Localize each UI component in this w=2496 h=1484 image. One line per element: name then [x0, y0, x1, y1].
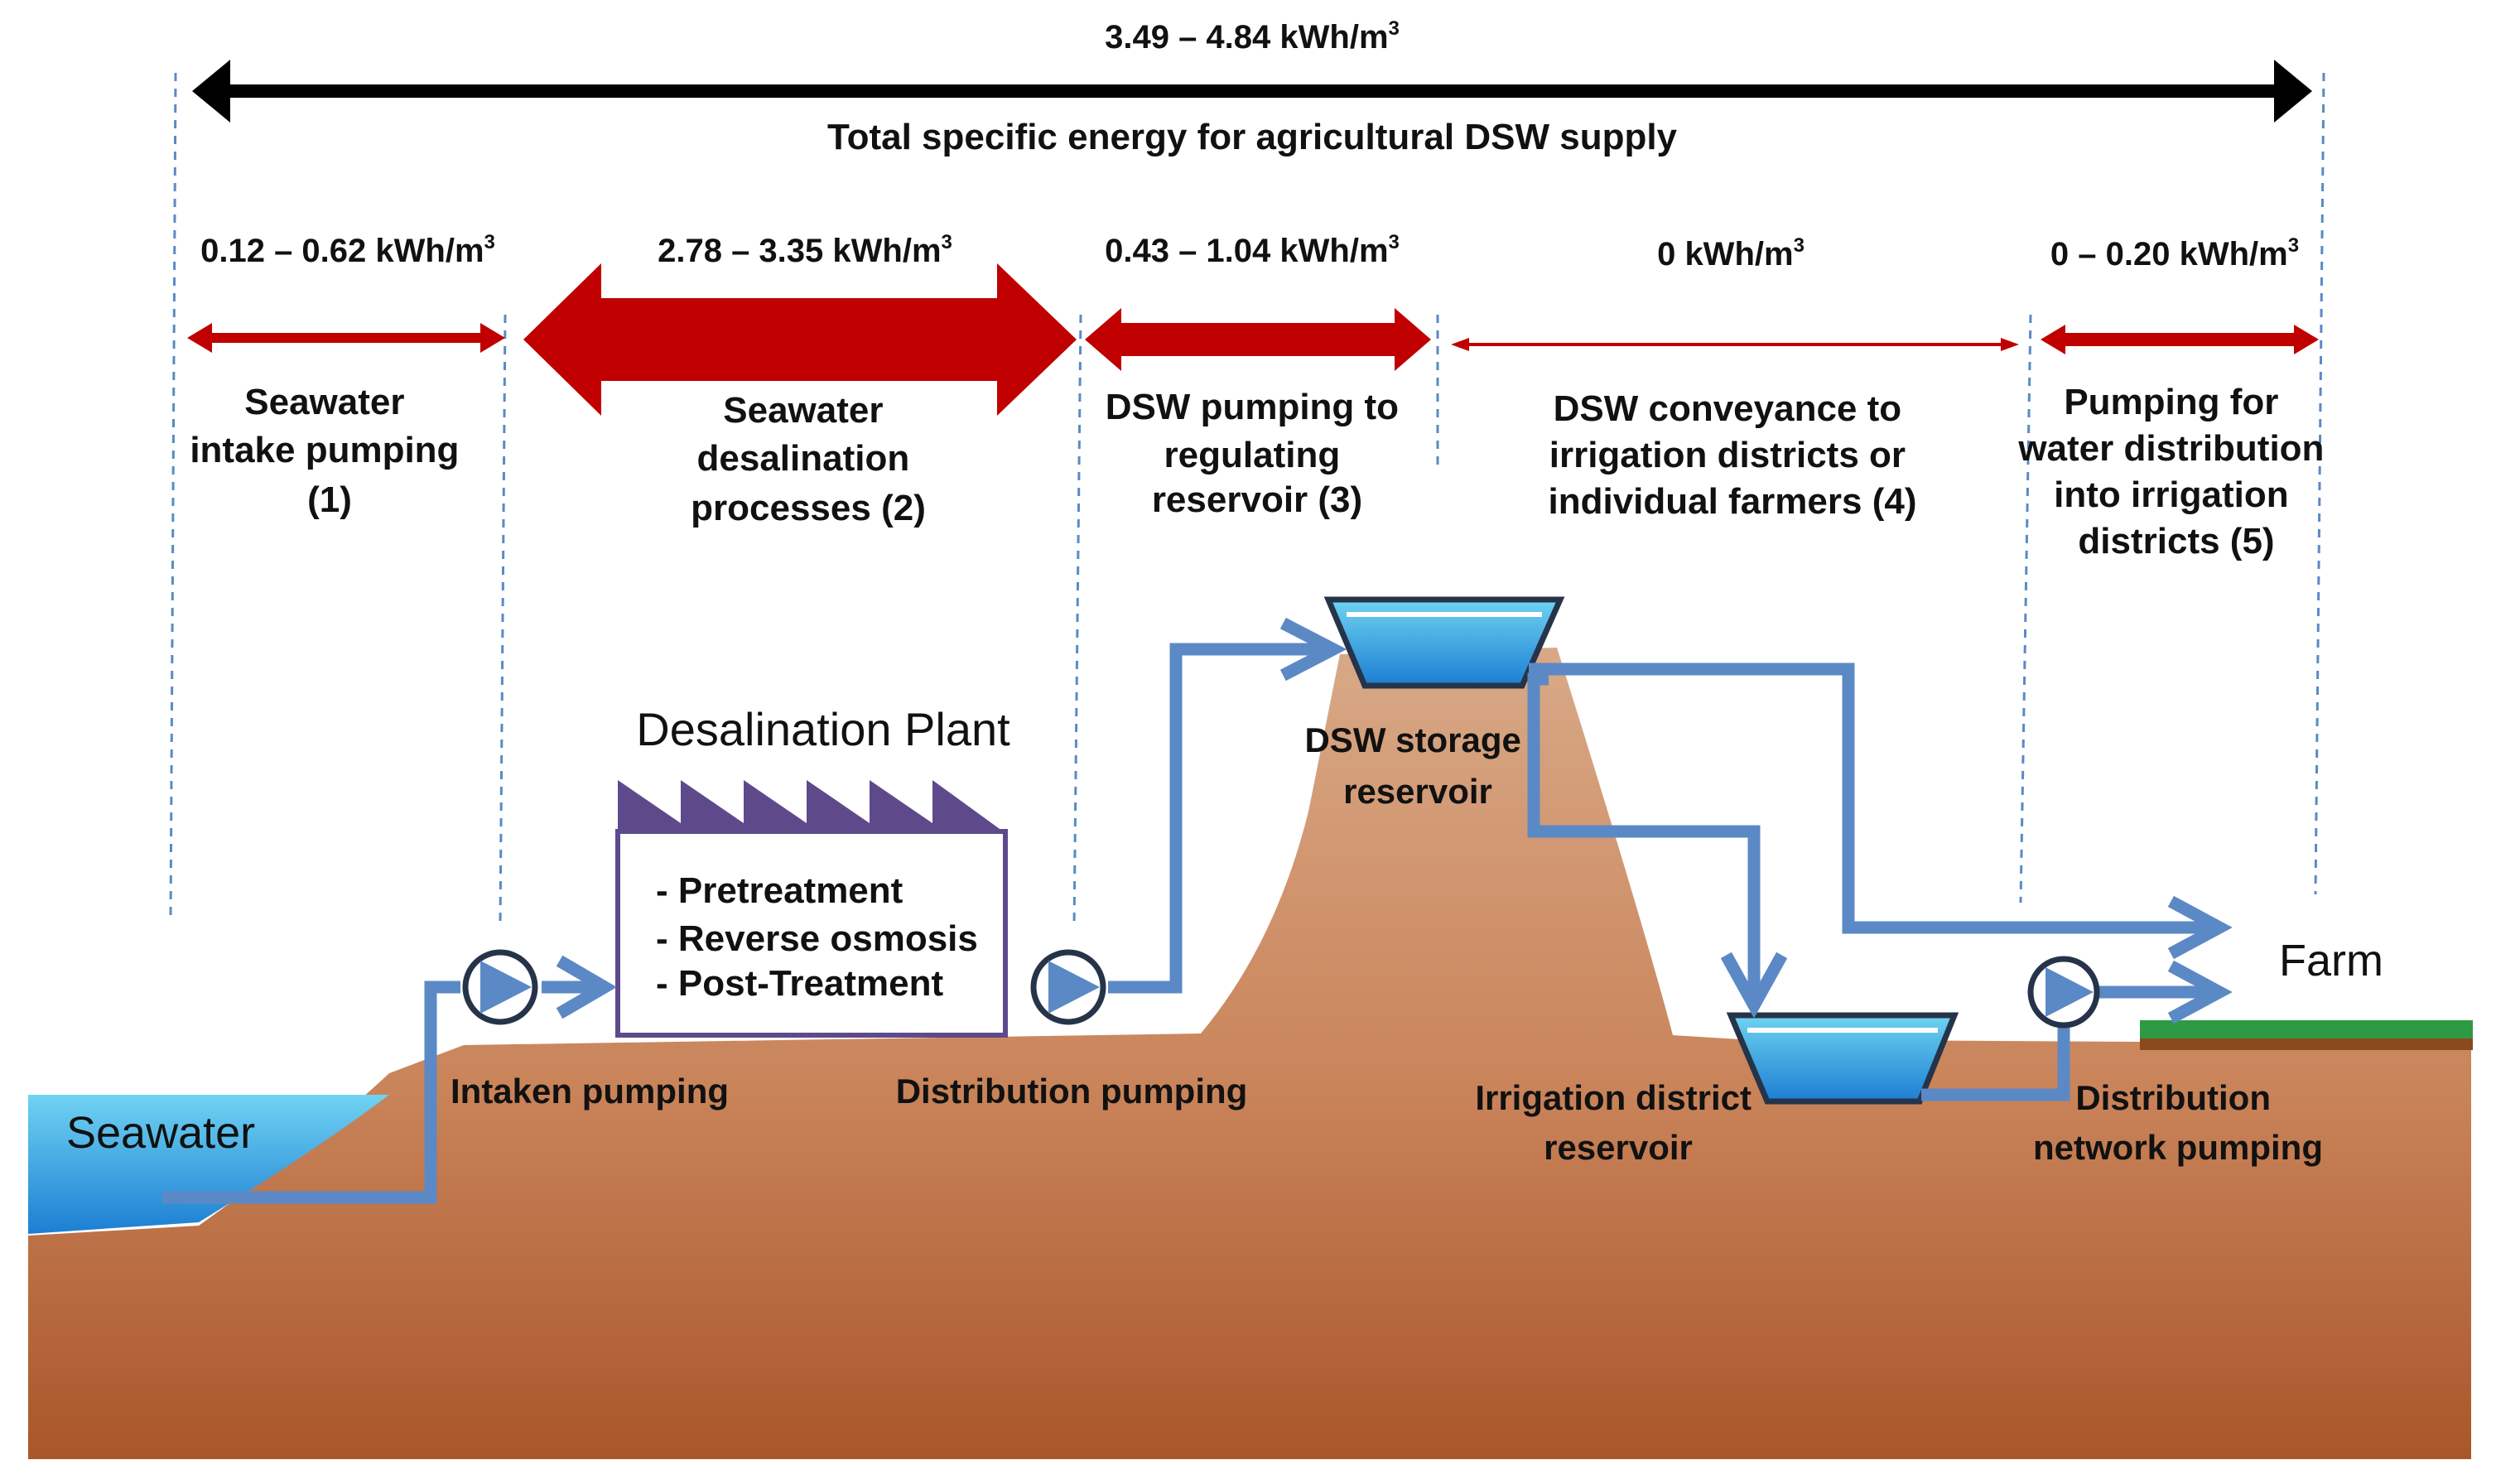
total-energy-arrow	[192, 60, 2312, 123]
separator-line	[2314, 72, 2325, 895]
separator-line	[169, 72, 177, 920]
stage-energy-value: 0 kWh/m3	[1657, 234, 1805, 272]
stage-energy-value: 0.12 – 0.62 kWh/m3	[200, 231, 495, 269]
conveyance-pipe-district	[1527, 672, 1761, 1005]
seawater-label: Seawater	[66, 1108, 255, 1158]
separator-line	[499, 314, 507, 928]
stage-description: DSW pumping to regulating reservoir (3)	[1106, 387, 1409, 520]
plant-title: Desalination Plant	[636, 703, 1010, 755]
stage-energy-arrow	[2041, 325, 2319, 354]
plant-process-list: - Pretreatment - Reverse osmosis - Post-…	[656, 870, 988, 1004]
stage-energy-value: 2.78 – 3.35 kWh/m3	[658, 231, 952, 269]
plant-roof	[618, 780, 1005, 833]
network-pumping-label: Distribution network pumping	[2033, 1078, 2323, 1167]
network-flow-arrow	[2167, 960, 2233, 1024]
district-reservoir-label: Irrigation district reservoir	[1475, 1078, 1761, 1167]
stage-energy-value: 0 – 0.20 kWh/m3	[2050, 234, 2299, 272]
distribution-pumping-label: Distribution pumping	[896, 1072, 1248, 1111]
network-pump-icon	[2027, 956, 2100, 1029]
district-reservoir	[1726, 1012, 1959, 1105]
stage-description: DSW conveyance to irrigation districts o…	[1548, 388, 1916, 522]
farm-label: Farm	[2279, 936, 2383, 985]
storage-reservoir-label: DSW storage reservoir	[1304, 720, 1530, 811]
stage-description: Seawater intake pumping (1)	[190, 382, 469, 520]
stage-description: Seawater desalination processes (2)	[691, 390, 926, 528]
distribution-flow-arrow	[1279, 617, 1347, 682]
intake-pumping-label: Intaken pumping	[451, 1072, 729, 1111]
distribution-pump-icon	[1030, 949, 1106, 1025]
district-flow-arrow	[1720, 952, 1788, 1019]
distribution-pipe	[1108, 643, 1333, 994]
seawater-body	[28, 1095, 389, 1234]
intake-pump-icon	[462, 949, 538, 1025]
total-energy-caption: Total specific energy for agricultural D…	[827, 117, 1678, 157]
intake-pipe	[162, 980, 460, 1204]
stage-description: Pumping for water distribution into irri…	[2017, 382, 2334, 561]
separator-line	[2019, 314, 2032, 903]
separator-line	[1072, 314, 1082, 928]
ground	[28, 648, 2471, 1459]
stage-energy-arrow	[1085, 308, 1431, 371]
stage-energy-arrow	[1451, 338, 2019, 351]
farm-field	[2140, 1020, 2473, 1050]
stage-energy-arrow	[523, 263, 1077, 416]
storage-reservoir	[1323, 596, 1565, 689]
farm-flow-arrow	[2167, 895, 2233, 960]
network-pipe	[1921, 1025, 2070, 1101]
stage-energy-value: 0.43 – 1.04 kWh/m3	[1105, 231, 1400, 269]
stage-energy-arrow	[187, 323, 505, 353]
intake-flow-arrow	[556, 955, 617, 1019]
plant-building	[615, 829, 1008, 1038]
total-energy-value: 3.49 – 4.84 kWh/m3	[1105, 17, 1400, 55]
conveyance-pipe-farm	[1529, 662, 2216, 934]
